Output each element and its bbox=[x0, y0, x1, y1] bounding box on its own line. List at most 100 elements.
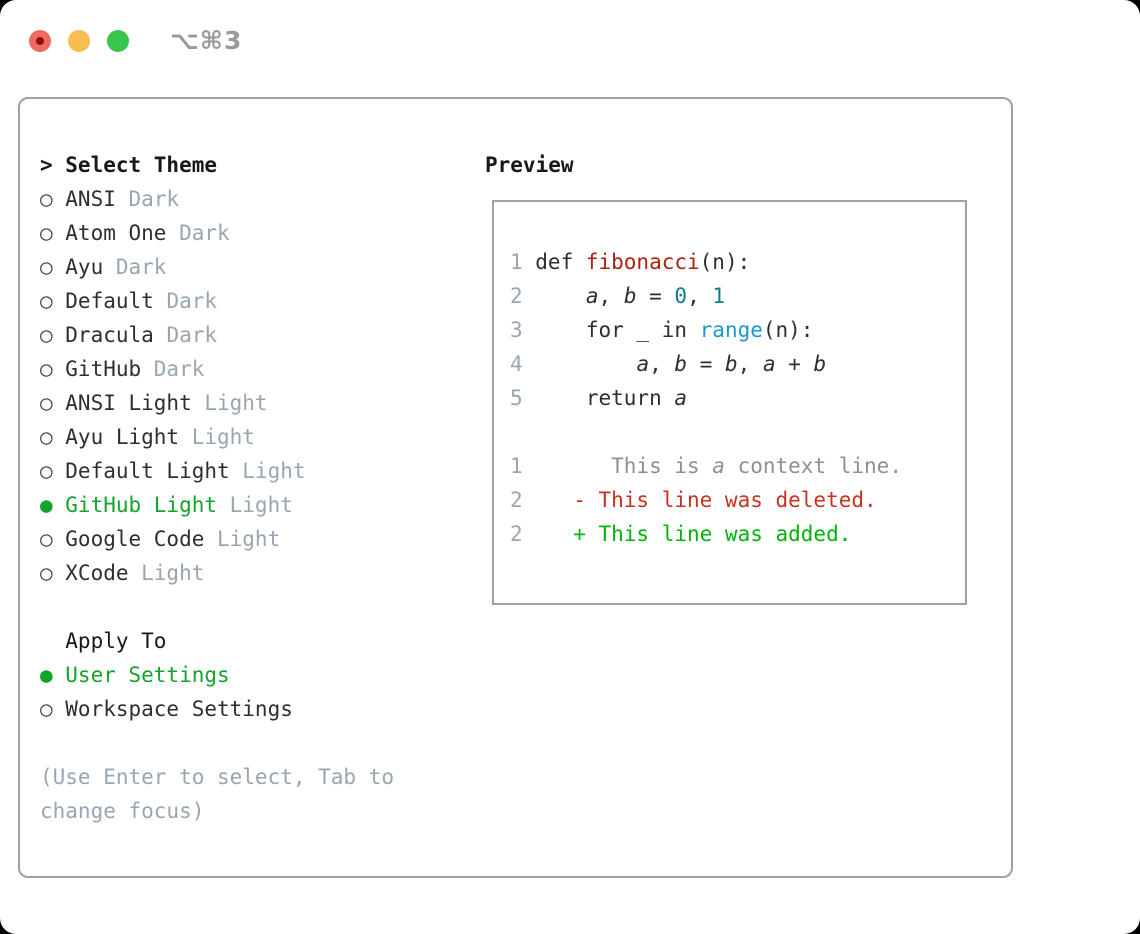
theme-variant-label: Light bbox=[217, 493, 293, 517]
option-label: Ayu Light bbox=[65, 425, 180, 449]
prompt-caret-icon: > bbox=[40, 153, 53, 177]
theme-option[interactable]: ○ Default Light Light bbox=[40, 454, 485, 488]
radio-unselected-icon: ○ bbox=[40, 391, 53, 415]
keyboard-hint: (Use Enter to select, Tab to change focu… bbox=[40, 765, 407, 823]
window-title: ⌥⌘3 bbox=[170, 26, 243, 55]
minimize-traffic-light-icon[interactable] bbox=[68, 29, 90, 52]
radio-unselected-icon: ○ bbox=[40, 323, 53, 347]
radio-selected-icon: ● bbox=[40, 663, 53, 687]
option-label: ANSI Light bbox=[65, 391, 192, 415]
line-content: a, b = b, a + b bbox=[636, 352, 827, 376]
code-line: 1 This is a context line. bbox=[510, 449, 965, 483]
radio-selected-icon: ● bbox=[40, 493, 53, 517]
theme-selector-column: > Select Theme ○ ANSI Dark ○ Atom One Dark ○ A… bbox=[20, 99, 485, 876]
line-content: for _ in range(n): bbox=[535, 318, 814, 342]
option-label: ANSI bbox=[65, 187, 116, 211]
theme-variant-label: Light bbox=[229, 459, 306, 483]
code-line: 5 return a bbox=[510, 381, 965, 415]
line-content: + This line was added. bbox=[535, 522, 852, 546]
option-label: Default Light bbox=[65, 459, 230, 483]
option-label: User Settings bbox=[65, 663, 230, 687]
line-number: 4 bbox=[510, 352, 523, 376]
option-label: XCode bbox=[65, 561, 129, 585]
titlebar: ⌥⌘3 bbox=[29, 26, 242, 55]
radio-unselected-icon: ○ bbox=[40, 425, 53, 449]
line-content: def fibonacci(n): bbox=[535, 250, 751, 274]
theme-option[interactable]: ● GitHub Light Light bbox=[40, 488, 485, 522]
option-label: Workspace Settings bbox=[65, 697, 293, 721]
preview-header: Preview bbox=[485, 153, 574, 177]
option-label: Default bbox=[65, 289, 154, 313]
code-line: 4 a, b = b, a + b bbox=[510, 347, 965, 381]
line-number: 2 bbox=[510, 488, 523, 512]
option-label: Google Code bbox=[65, 527, 205, 551]
line-number: 5 bbox=[510, 386, 523, 410]
apply-to-option[interactable]: ○ Workspace Settings bbox=[40, 692, 485, 726]
radio-unselected-icon: ○ bbox=[40, 255, 53, 279]
line-content: - This line was deleted. bbox=[535, 488, 877, 512]
theme-option[interactable]: ○ Atom One Dark bbox=[40, 216, 485, 250]
line-number: 2 bbox=[510, 522, 523, 546]
theme-option[interactable]: ○ Ayu Dark bbox=[40, 250, 485, 284]
line-content: a, b = 0, 1 bbox=[585, 284, 726, 308]
radio-unselected-icon: ○ bbox=[40, 221, 53, 245]
theme-variant-label: Dark bbox=[153, 323, 218, 347]
theme-variant-label: Light bbox=[204, 527, 281, 551]
line-content: This is a context line. bbox=[535, 454, 902, 478]
radio-unselected-icon: ○ bbox=[40, 561, 53, 585]
line-number: 2 bbox=[510, 284, 523, 308]
theme-option[interactable]: ○ Dracula Dark bbox=[40, 318, 485, 352]
radio-unselected-icon: ○ bbox=[40, 527, 53, 551]
code-line: 1 def fibonacci(n): bbox=[510, 245, 965, 279]
code-line: 2 a, b = 0, 1 bbox=[510, 279, 965, 313]
theme-option[interactable]: ○ Default Dark bbox=[40, 284, 485, 318]
radio-unselected-icon: ○ bbox=[40, 697, 53, 721]
recording-dot-icon bbox=[36, 36, 44, 45]
theme-option[interactable]: ○ Google Code Light bbox=[40, 522, 485, 556]
spacer bbox=[40, 590, 485, 624]
option-label: Ayu bbox=[65, 255, 104, 279]
theme-variant-label: Dark bbox=[166, 221, 230, 245]
theme-option[interactable]: ○ ANSI Light Light bbox=[40, 386, 485, 420]
theme-option[interactable]: ○GitHub Dark bbox=[40, 352, 485, 386]
option-label: GitHub bbox=[65, 357, 142, 381]
theme-option[interactable]: ○ XCode Light bbox=[40, 556, 485, 590]
theme-variant-label: Dark bbox=[153, 289, 218, 313]
theme-variant-label: Light bbox=[179, 425, 255, 449]
radio-unselected-icon: ○ bbox=[40, 187, 53, 211]
zoom-traffic-light-icon[interactable] bbox=[107, 29, 129, 52]
radio-unselected-icon: ○ bbox=[40, 459, 53, 483]
apply-to-list: ● User Settings ○ Workspace Settings bbox=[40, 658, 485, 726]
close-traffic-light-icon[interactable] bbox=[29, 29, 51, 52]
theme-option[interactable]: ○ Ayu Light Light bbox=[40, 420, 485, 454]
theme-variant-label: Dark bbox=[115, 187, 180, 211]
code-line: 2 + This line was added. bbox=[510, 517, 965, 551]
option-label: Dracula bbox=[65, 323, 154, 347]
option-label: GitHub Light bbox=[65, 493, 217, 517]
line-number: 3 bbox=[510, 318, 523, 342]
select-theme-title: Select Theme bbox=[65, 153, 217, 177]
theme-variant-label: Light bbox=[191, 391, 268, 415]
theme-list: ○ ANSI Dark ○ Atom One Dark ○ Ayu Dark ○ Defaul… bbox=[40, 182, 485, 590]
select-theme-header: > Select Theme bbox=[40, 148, 485, 182]
radio-unselected-icon: ○ bbox=[40, 289, 53, 313]
line-number: 1 bbox=[510, 454, 523, 478]
code-blank-line bbox=[510, 415, 965, 449]
code-line: 2 - This line was deleted. bbox=[510, 483, 965, 517]
code-line: 3 for _ in range(n): bbox=[510, 313, 965, 347]
apply-to-header: Apply To bbox=[65, 629, 167, 653]
theme-variant-label: Light bbox=[128, 561, 205, 585]
theme-variant-label: Dark bbox=[103, 255, 167, 279]
line-content: return a bbox=[535, 386, 688, 410]
option-label: Atom One bbox=[65, 221, 167, 245]
radio-unselected-icon: ○ bbox=[40, 357, 53, 381]
theme-selector-panel: > Select Theme ○ ANSI Dark ○ Atom One Dark ○ A… bbox=[18, 97, 1013, 878]
theme-option[interactable]: ○ ANSI Dark bbox=[40, 182, 485, 216]
apply-to-option[interactable]: ● User Settings bbox=[40, 658, 485, 692]
line-number: 1 bbox=[510, 250, 523, 274]
